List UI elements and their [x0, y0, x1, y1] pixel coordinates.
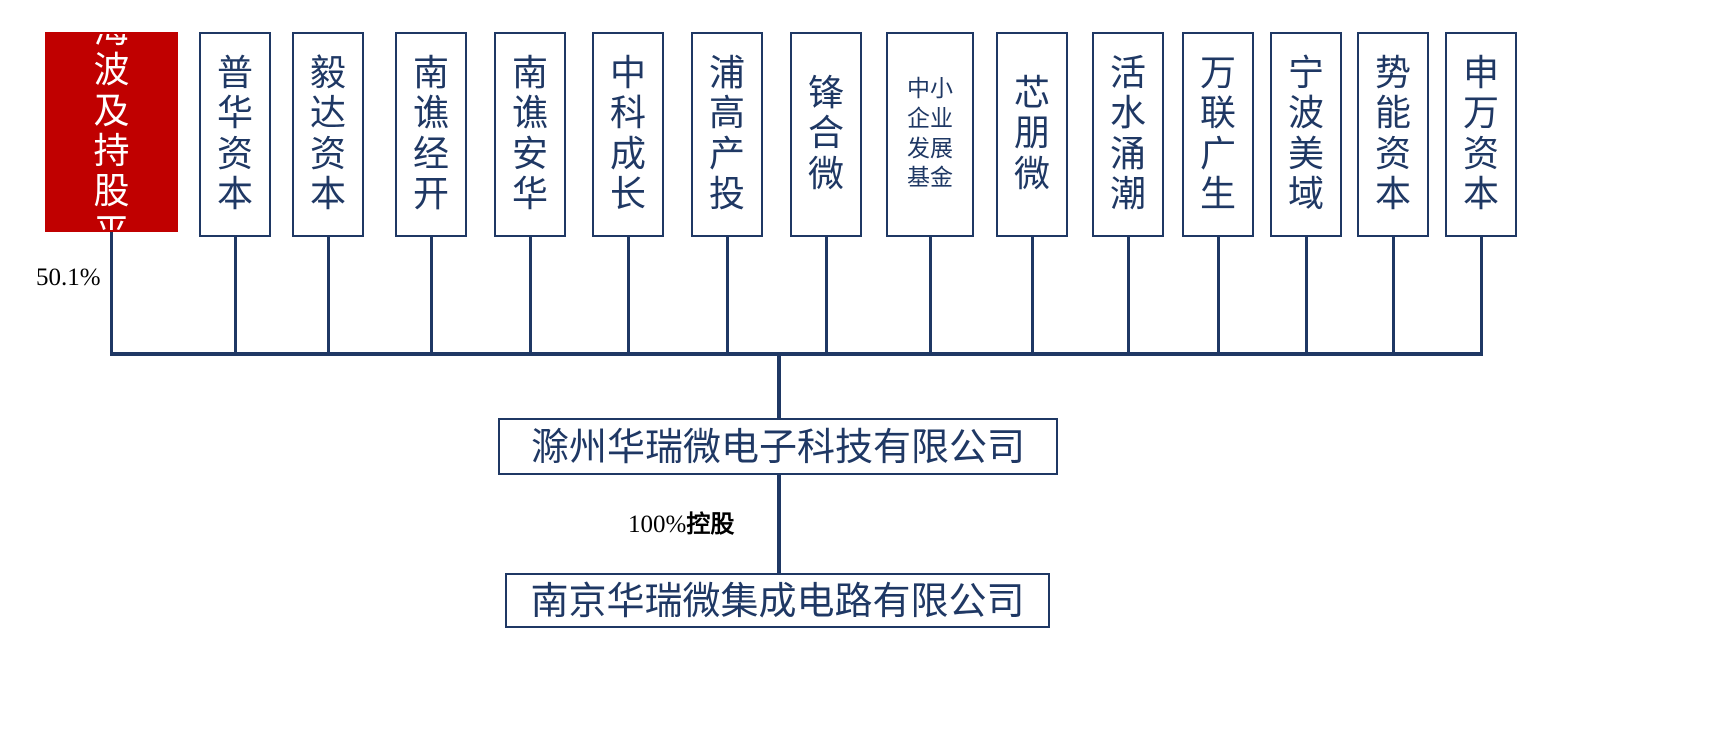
connector-bus-horizontal	[110, 352, 1483, 356]
connector-drop-8	[825, 237, 828, 354]
shareholder-label: 宁波美域	[1287, 52, 1324, 215]
shareholder-label: 中科成长	[609, 52, 646, 215]
shareholder-box-xinpengwei[interactable]: 芯朋微	[996, 32, 1068, 237]
connector-drop-9	[929, 237, 932, 354]
shareholder-box-yida[interactable]: 毅达资本	[292, 32, 364, 237]
shareholder-label: 普华资本	[216, 52, 253, 215]
shareholder-label: 南谯安华	[511, 52, 548, 215]
connector-drop-10	[1031, 237, 1034, 354]
shareholder-label: 锋合微	[807, 73, 844, 195]
shareholder-label: 申万资本	[1462, 52, 1499, 215]
ownership-control-word: 控股	[686, 510, 735, 538]
connector-drop-7	[726, 237, 729, 354]
connector-parent-to-subsidiary	[777, 475, 781, 574]
parent-company-label: 滁州华瑞微电子科技有限公司	[530, 424, 1025, 469]
shareholder-box-wanlianguangsheng[interactable]: 万联广生	[1182, 32, 1254, 237]
connector-drop-11	[1127, 237, 1130, 354]
connector-drop-12	[1217, 237, 1220, 354]
shareholder-label: 中小企业发展基金	[907, 75, 953, 192]
shareholder-label: 势能资本	[1374, 52, 1411, 215]
connector-drop-6	[627, 237, 630, 354]
shareholder-label: 浦高产投	[708, 52, 745, 215]
connector-bus-to-parent	[777, 352, 781, 420]
shareholder-box-nanqiaojingkai[interactable]: 南谯经开	[395, 32, 467, 237]
shareholder-label: 活水涌潮	[1109, 52, 1146, 215]
shareholder-box-shinengziben[interactable]: 势能资本	[1357, 32, 1429, 237]
shareholder-label: 毅达资本	[309, 52, 346, 215]
subsidiary-company-box[interactable]: 南京华瑞微集成电路有限公司	[505, 573, 1050, 628]
connector-drop-1	[110, 232, 113, 354]
connector-drop-13	[1305, 237, 1308, 354]
shareholder-label: 芯朋微	[1013, 73, 1050, 195]
shareholder-box-ningbomeiyu[interactable]: 宁波美域	[1270, 32, 1342, 237]
connector-drop-2	[234, 237, 237, 354]
shareholder-label: 南谯经开	[412, 52, 449, 215]
shareholder-box-zhongxiaoqiye-fund[interactable]: 中小企业发展基金	[886, 32, 974, 237]
connector-drop-4	[430, 237, 433, 354]
shareholder-label: 刘海波及持股平台	[93, 34, 130, 230]
subsidiary-company-label: 南京华瑞微集成电路有限公司	[530, 578, 1025, 623]
ownership-percent-value: 100%	[628, 511, 687, 538]
shareholder-box-pugaochantou[interactable]: 浦高产投	[691, 32, 763, 237]
shareholder-box-huoshuiyongchao[interactable]: 活水涌潮	[1092, 32, 1164, 237]
shareholder-box-fenghewei[interactable]: 锋合微	[790, 32, 862, 237]
parent-company-box[interactable]: 滁州华瑞微电子科技有限公司	[498, 418, 1058, 475]
shareholder-box-liuhaibo[interactable]: 刘海波及持股平台	[45, 32, 178, 232]
connector-drop-3	[327, 237, 330, 354]
shareholder-label: 万联广生	[1199, 52, 1236, 215]
shareholder-box-nanqiaoanhua[interactable]: 南谯安华	[494, 32, 566, 237]
connector-drop-5	[529, 237, 532, 354]
connector-drop-15	[1480, 237, 1483, 354]
shareholder-box-zhongkechengzhang[interactable]: 中科成长	[592, 32, 664, 237]
ownership-percent-top: 50.1%	[36, 264, 101, 291]
ownership-percent-bottom: 100%控股	[628, 504, 734, 539]
shareholder-box-shenwanziben[interactable]: 申万资本	[1445, 32, 1517, 237]
connector-drop-14	[1392, 237, 1395, 354]
shareholder-box-puhua[interactable]: 普华资本	[199, 32, 271, 237]
